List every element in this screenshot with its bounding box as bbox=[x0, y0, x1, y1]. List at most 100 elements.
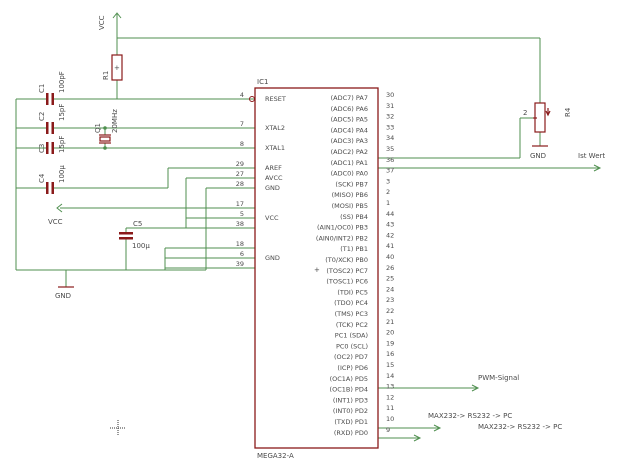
capacitor-c1: C1 100pF bbox=[38, 71, 66, 105]
ic-pin-name: AVCC bbox=[265, 174, 283, 182]
svg-text:C2: C2 bbox=[38, 112, 46, 121]
ic-value: MEGA32-A bbox=[257, 452, 294, 460]
ic-pin-number: 19 bbox=[386, 339, 394, 347]
svg-text:15pF: 15pF bbox=[58, 104, 66, 121]
ic-pin-name: (OC2) PD7 bbox=[334, 353, 368, 361]
ic-body bbox=[254, 87, 379, 449]
ic-pin-number: 35 bbox=[386, 145, 394, 153]
ic-pin-number: 36 bbox=[386, 156, 394, 164]
ic-pin-number: 40 bbox=[386, 253, 394, 261]
gnd-r4-symbol: GND bbox=[530, 145, 548, 160]
svg-text:GND: GND bbox=[530, 152, 546, 160]
ic-pin-name: (RXD) PD0 bbox=[334, 429, 368, 437]
ic-pin-number: 6 bbox=[240, 250, 244, 258]
ic-pin-name: (ADC4) PA4 bbox=[331, 126, 368, 134]
svg-text:MAX232-> RS232 -> PC: MAX232-> RS232 -> PC bbox=[478, 423, 562, 431]
capacitor-c2: C2 15pF bbox=[38, 104, 66, 134]
ic-pin-name: (ADC5) PA5 bbox=[331, 116, 368, 124]
ic-pin-number: 23 bbox=[386, 296, 394, 304]
ic-pin-number: 2 bbox=[386, 188, 390, 196]
ic-pin-number: 7 bbox=[240, 120, 244, 128]
ic-pin-number: 3 bbox=[386, 177, 390, 185]
ic-pin-number: 14 bbox=[386, 372, 394, 380]
svg-text:2: 2 bbox=[523, 109, 527, 117]
ic-pin-name: (OC1A) PD5 bbox=[330, 375, 368, 383]
ic-pin-name: (TOSC1) PC6 bbox=[326, 278, 368, 286]
svg-text:PWM-Signal: PWM-Signal bbox=[478, 374, 519, 382]
ic-pin-number: 41 bbox=[386, 242, 394, 250]
ic-pin-name: VCC bbox=[265, 214, 279, 222]
vcc-top-symbol: VCC bbox=[98, 12, 122, 30]
ic-pin-name: (ADC0) PA0 bbox=[331, 170, 368, 178]
ic-pin-number: 1 bbox=[386, 199, 390, 207]
crystal-q1: Q1 20MHz bbox=[94, 109, 119, 150]
ic-pin-number: 24 bbox=[386, 285, 394, 293]
svg-text:R4: R4 bbox=[564, 107, 572, 117]
capacitor-c4: C4 100µ bbox=[38, 165, 66, 194]
ic-pin-number: 10 bbox=[386, 415, 394, 423]
vcc-left-symbol: VCC bbox=[48, 203, 63, 226]
ic-pin-name: (TDI) PC5 bbox=[337, 288, 368, 296]
ic-pin-number: 22 bbox=[386, 307, 394, 315]
svg-text:+: + bbox=[114, 64, 120, 72]
ic-pin-number: 33 bbox=[386, 123, 394, 131]
ic-pin-number: 43 bbox=[386, 221, 394, 229]
ic-pin-name: (TXD) PD1 bbox=[334, 418, 368, 426]
ic-pin-number: 17 bbox=[236, 200, 244, 208]
ic-pin-name: GND bbox=[265, 254, 280, 262]
ic-pin-number: 31 bbox=[386, 102, 394, 110]
svg-text:R1: R1 bbox=[102, 71, 110, 80]
svg-text:GND: GND bbox=[55, 292, 71, 300]
ic-pin-name: (TOSC2) PC7 bbox=[326, 267, 368, 275]
ic-pin-name: (ICP) PD6 bbox=[337, 364, 368, 372]
ic-pin-name: (ADC2) PA2 bbox=[331, 148, 368, 156]
ic-pin-number: 11 bbox=[386, 404, 394, 412]
uart-tx-signal: MAX232-> RS232 -> PC bbox=[428, 412, 512, 432]
svg-text:C5: C5 bbox=[133, 220, 142, 228]
ic-pin-name: (T0/XCK) PB0 bbox=[325, 256, 368, 264]
ic-pin-name: PC1 (SDA) bbox=[335, 332, 368, 340]
ic-pin-name: RESET bbox=[265, 95, 286, 103]
ic-pin-name: (ADC1) PA1 bbox=[331, 159, 368, 167]
reset-inversion-bubble bbox=[249, 96, 255, 102]
capacitor-c3: C3 15pF bbox=[38, 136, 66, 154]
capacitor-c5: C5 100µ bbox=[119, 220, 150, 250]
ic-pin-name: XTAL2 bbox=[265, 124, 285, 132]
svg-text:VCC: VCC bbox=[48, 218, 63, 226]
ic-pin-number: 21 bbox=[386, 318, 394, 326]
pwm-signal: PWM-Signal bbox=[471, 374, 519, 392]
ic-pin-name: PC0 (SCL) bbox=[336, 342, 368, 350]
svg-text:Q1: Q1 bbox=[94, 123, 102, 133]
ic-pin-name: XTAL1 bbox=[265, 144, 285, 152]
ic-pin-number: 13 bbox=[386, 383, 394, 391]
ic-pin-name: (SS) PB4 bbox=[340, 213, 368, 221]
svg-text:100pF: 100pF bbox=[58, 71, 66, 93]
ic-pin-name: (TCK) PC2 bbox=[336, 321, 368, 329]
ic-pin-name: (MISO) PB6 bbox=[332, 191, 368, 199]
gnd-left-symbol: GND bbox=[55, 286, 74, 300]
wires bbox=[15, 25, 600, 439]
ic-pin-name: (AIN0/INT2) PB2 bbox=[316, 234, 368, 242]
uart-rx-signal: MAX232-> RS232 -> PC bbox=[413, 423, 562, 442]
ic-pin-number: 20 bbox=[386, 329, 394, 337]
ic-pin-number: 5 bbox=[240, 210, 244, 218]
svg-text:MAX232-> RS232 -> PC: MAX232-> RS232 -> PC bbox=[428, 412, 512, 420]
ic-pin-number: 25 bbox=[386, 275, 394, 283]
ic-pin-number: 16 bbox=[386, 350, 394, 358]
ic-origin-marker: + bbox=[314, 266, 320, 274]
svg-text:15pF: 15pF bbox=[58, 136, 66, 153]
svg-text:C3: C3 bbox=[38, 144, 46, 153]
ic-pin-number: 29 bbox=[236, 160, 244, 168]
ic-pin-number: 42 bbox=[386, 231, 394, 239]
ic-pin-name: (INT0) PD2 bbox=[333, 407, 368, 415]
ic-pin-number: 18 bbox=[236, 240, 244, 248]
crosshair-cursor-icon bbox=[110, 420, 126, 436]
ic-pin-number: 39 bbox=[236, 260, 244, 268]
svg-text:VCC: VCC bbox=[98, 15, 106, 30]
svg-text:100µ: 100µ bbox=[132, 242, 150, 250]
potentiometer-r4: 2 R4 bbox=[523, 102, 572, 133]
svg-text:20MHz: 20MHz bbox=[111, 109, 119, 133]
